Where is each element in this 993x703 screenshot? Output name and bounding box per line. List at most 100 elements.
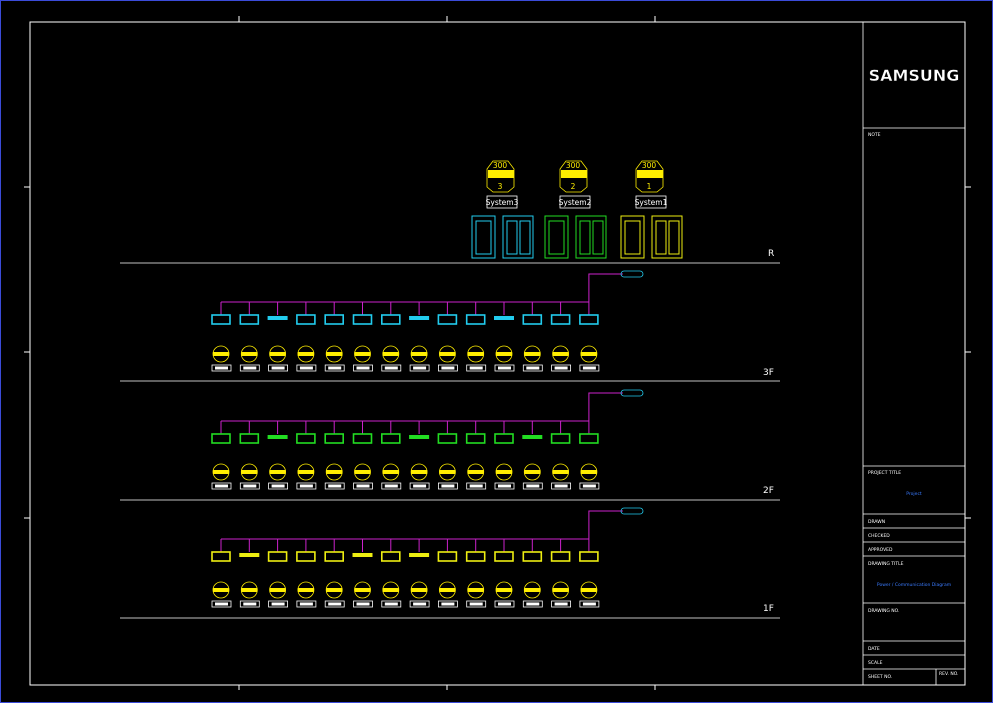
indoor-unit-address-mark — [469, 366, 483, 370]
indoor-unit-address-box — [324, 482, 345, 490]
indoor-unit-tag-band — [354, 470, 371, 474]
drawn-label: DRAWN — [868, 519, 885, 525]
indoor-unit-address-mark — [215, 484, 228, 488]
sheet-no-label: SHEET NO. — [868, 674, 892, 680]
rev-no-label: REV. NO. — [939, 671, 959, 677]
indoor-unit-tag-band — [382, 470, 399, 474]
checked-label: CHECKED — [868, 533, 890, 539]
indoor-unit-tag-band — [524, 588, 541, 592]
indoor-unit — [211, 433, 231, 444]
indoor-unit-tag-band — [552, 352, 569, 356]
indoor-unit — [550, 314, 571, 325]
indoor-unit-tag-band — [439, 470, 456, 474]
indoor-unit-address-mark — [384, 484, 398, 488]
outdoor-system-2: 300 2 System2 — [544, 160, 607, 259]
indoor-unit-address-mark — [384, 366, 398, 370]
system-code-1: 300 — [642, 161, 657, 170]
indoor-unit-address-box — [353, 364, 373, 372]
indoor-unit-address-box — [551, 364, 571, 372]
indoor-unit-tag-band — [269, 352, 286, 356]
indoor-unit — [465, 314, 486, 325]
indoor-unit-address-box — [211, 482, 232, 490]
indoor-unit-rows — [211, 270, 644, 608]
indoor-unit-slim — [352, 553, 373, 557]
indoor-unit-tag-band — [382, 588, 399, 592]
indoor-unit-address-box — [239, 364, 260, 372]
indoor-unit — [211, 551, 231, 562]
indoor-unit-address-box — [381, 482, 402, 490]
indoor-unit-address-mark — [328, 602, 342, 606]
system-name-1: System1 — [635, 198, 668, 207]
indoor-unit-address-mark — [328, 366, 342, 370]
floor-lines — [120, 262, 780, 619]
indoor-unit-address-mark — [413, 366, 427, 370]
indoor-unit — [352, 314, 373, 325]
project-title-value: Project — [906, 491, 922, 497]
indoor-unit-address-mark — [271, 366, 285, 370]
indoor-unit-address-box — [522, 482, 543, 490]
comm-riser — [588, 273, 623, 302]
scale-label: SCALE — [868, 660, 883, 666]
indoor-unit-address-box — [268, 364, 289, 372]
indoor-unit-address-box — [324, 364, 345, 372]
indoor-unit-address-box — [522, 364, 543, 372]
system-tag-band-2 — [561, 170, 587, 178]
indoor-unit-address-mark — [356, 602, 370, 606]
indoor-unit-address-mark — [498, 366, 511, 370]
indoor-unit-tag-band — [213, 352, 229, 356]
indoor-unit — [579, 433, 599, 444]
floor-label-3f: 3F — [763, 368, 774, 378]
indoor-unit-address-box — [353, 482, 373, 490]
drawing-border — [29, 21, 966, 686]
indoor-unit-address-mark — [243, 602, 257, 606]
indoor-unit-address-mark — [271, 484, 285, 488]
indoor-unit-address-box — [239, 482, 260, 490]
indoor-unit-address-box — [409, 482, 430, 490]
indoor-unit-tag-band — [496, 352, 512, 356]
indoor-unit-address-mark — [215, 602, 228, 606]
indoor-unit — [465, 551, 486, 562]
indoor-unit-address-box — [579, 482, 600, 490]
indoor-unit-address-box — [466, 482, 487, 490]
indoor-unit-address-box — [381, 600, 402, 608]
approved-label: APPROVED — [868, 547, 893, 553]
system-tag-band-3 — [488, 170, 514, 178]
indoor-unit — [380, 314, 401, 325]
remote-controller — [620, 270, 644, 278]
indoor-unit-tag-band — [269, 588, 286, 592]
indoor-unit-slim — [522, 435, 543, 439]
indoor-unit — [324, 433, 345, 444]
comm-riser — [588, 510, 623, 539]
indoor-unit-address-box — [579, 364, 600, 372]
indoor-unit — [494, 551, 514, 562]
indoor-unit — [380, 551, 401, 562]
indoor-unit — [579, 551, 599, 562]
indoor-unit-tag-band — [326, 352, 343, 356]
indoor-unit-tag-band — [496, 470, 512, 474]
indoor-unit-address-mark — [356, 366, 370, 370]
floor-row-3f — [211, 270, 644, 372]
indoor-unit-tag-band — [552, 470, 569, 474]
indoor-unit-tag-band — [354, 588, 371, 592]
indoor-unit-address-box — [324, 600, 345, 608]
indoor-unit-address-mark — [554, 484, 568, 488]
system-name-box-1 — [635, 195, 667, 209]
indoor-unit — [522, 314, 543, 325]
indoor-unit-tag-band — [439, 588, 456, 592]
indoor-unit-tag-band — [241, 588, 258, 592]
indoor-unit-tag-band — [496, 588, 512, 592]
indoor-unit-address-mark — [469, 484, 483, 488]
indoor-unit-address-box — [239, 600, 260, 608]
indoor-unit-address-box — [211, 600, 232, 608]
indoor-unit-slim — [409, 316, 430, 320]
indoor-unit-address-mark — [413, 484, 427, 488]
indoor-unit-address-box — [409, 600, 430, 608]
comm-riser — [588, 392, 623, 421]
indoor-unit-tag-band — [580, 588, 597, 592]
indoor-unit-tag-band — [580, 352, 597, 356]
floor-row-1f — [211, 507, 644, 608]
indoor-unit-address-mark — [498, 602, 511, 606]
indoor-unit-tag-band — [467, 470, 484, 474]
title-block — [862, 22, 965, 685]
outdoor-units-1 — [620, 215, 683, 259]
